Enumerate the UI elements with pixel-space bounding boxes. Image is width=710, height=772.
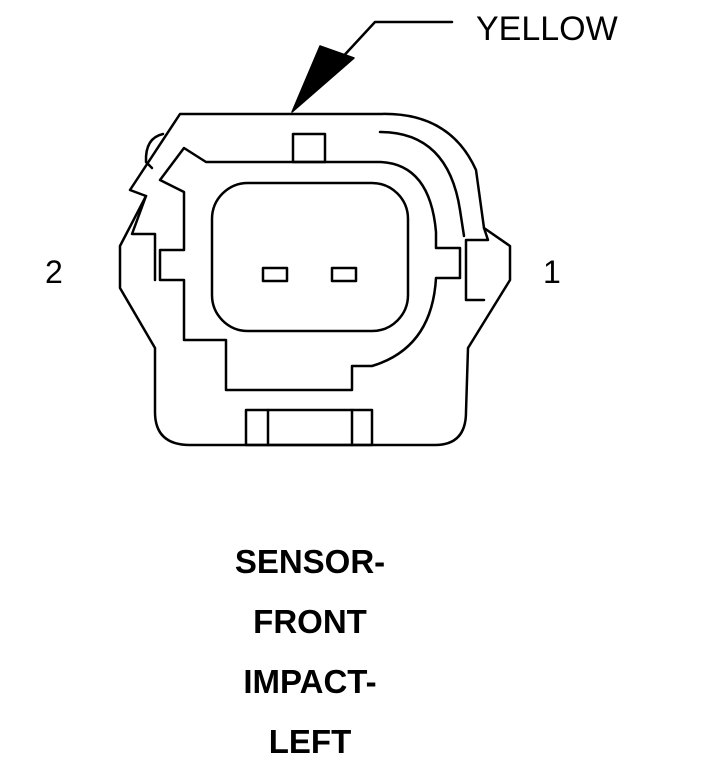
leader-arrowhead [291,45,355,113]
leader-line [336,20,454,64]
title-line-2: FRONT [253,603,367,640]
title-line-4: LEFT [268,723,352,760]
pin-2-label: 2 [45,254,63,290]
connector-diagram [118,20,512,447]
wire-color-label: YELLOW [476,10,618,48]
title-line-3: IMPACT- [243,663,377,700]
connector-latch-bump [144,132,165,170]
connector-inner-cavity [158,146,462,392]
terminal-cavity [210,181,410,333]
connector-housing-outer [118,112,512,447]
connector-right-arc [378,130,466,238]
terminal-pin-1 [330,266,358,283]
title-line-1: SENSOR- [234,543,386,580]
connector-top-key [291,132,327,164]
connector-right-step [464,226,490,302]
component-title: SENSOR- FRONT IMPACT- LEFT [150,532,470,772]
connector-left-step [130,194,157,282]
terminal-pin-2 [261,266,289,283]
connector-bottom-latch [244,408,374,447]
pin-1-label: 1 [543,254,561,290]
